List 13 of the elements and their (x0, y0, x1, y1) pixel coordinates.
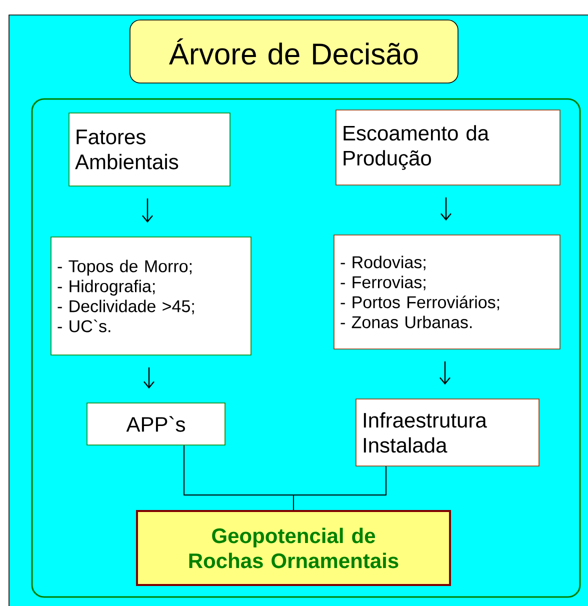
title-box: Árvore de Decisão (130, 20, 458, 84)
arrow (440, 361, 450, 385)
factor-box: Escoamento da Produção (336, 110, 560, 186)
connector-line (293, 466, 386, 510)
factor-box: Fatores Ambientais (68, 112, 230, 186)
criteria-list-box: - Topos de Morro; - Hidrografia; - Declividade >45; - UC`s. (50, 236, 252, 356)
criteria-list-box: - Rodovias; - Ferrovias; - Portos Ferroviários; - Zonas Urbanas. (334, 234, 560, 350)
arrow (440, 197, 452, 221)
final-result-box: Geopotencial de Rochas Ornamentais (136, 510, 451, 586)
result-box: Infraestrutura Instalada (356, 398, 540, 466)
arrow (142, 198, 153, 223)
result-box: APP`s (86, 402, 226, 446)
arrow (144, 367, 154, 389)
